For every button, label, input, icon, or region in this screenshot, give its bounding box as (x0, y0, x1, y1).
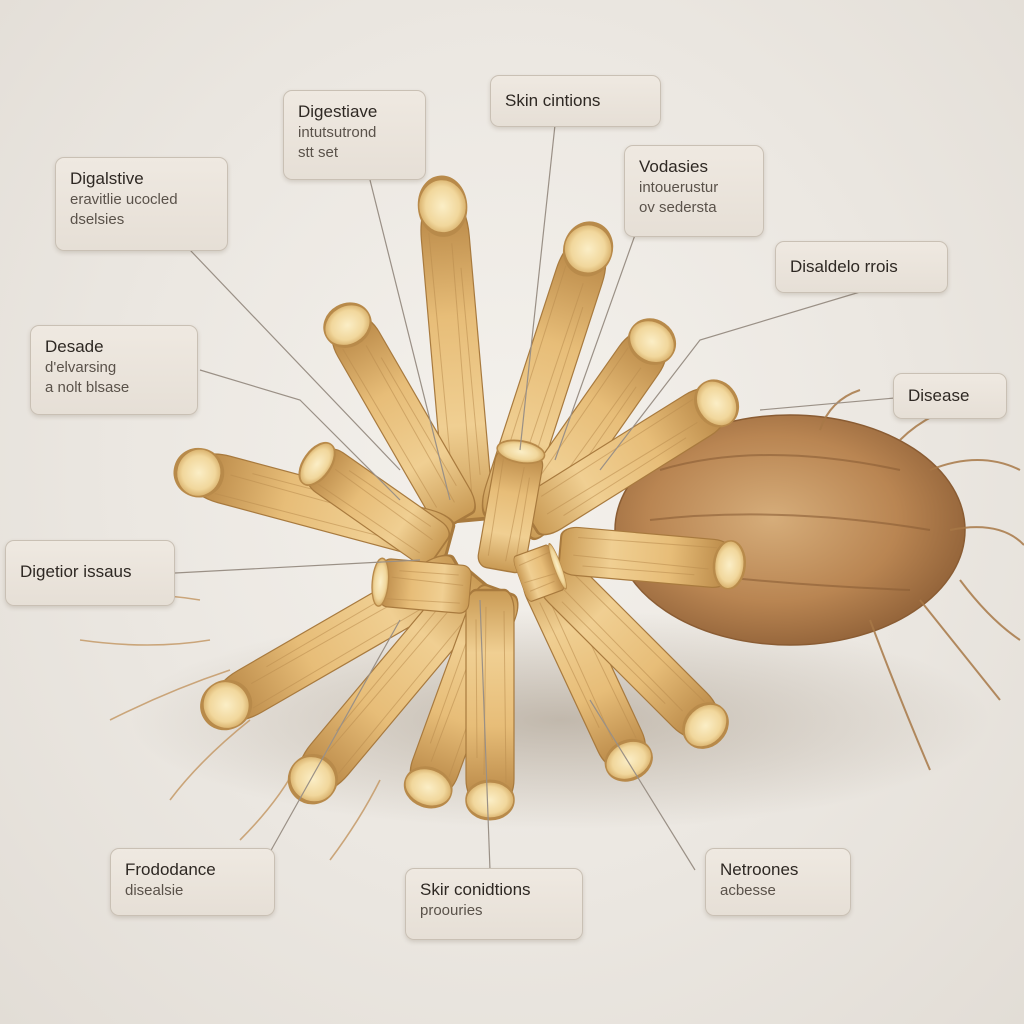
label-frododance: Frododance disealsie (110, 848, 275, 916)
label-title: Disaldelo rrois (790, 257, 898, 276)
label-sub2: ov sedersta (639, 199, 717, 216)
tuber (614, 389, 1024, 771)
label-skin-top: Skin cintions (490, 75, 661, 127)
label-disaldeloroois: Disaldelo rrois (775, 241, 948, 293)
label-skin-bottom: Skir conidtions proouries (405, 868, 583, 940)
label-title: Desade (45, 337, 104, 356)
label-title: Skir conidtions (420, 880, 531, 899)
label-desade: Desade d'elvarsing a nolt blsase (30, 325, 198, 415)
label-sub: intutsutrond (298, 124, 377, 141)
label-digalstive: Digalstive eravitlie ucocled dselsies (55, 157, 228, 251)
label-vodasies: Vodasies intouerustur ov sedersta (624, 145, 764, 237)
label-digestive-top: Digestiave intutsutrond stt set (283, 90, 426, 180)
label-sub2: a nolt blsase (45, 379, 130, 396)
label-title: Skin cintions (505, 91, 601, 110)
label-title: Vodasies (639, 157, 708, 176)
label-title: Digestiave (298, 102, 378, 121)
leader-lines (174, 124, 896, 871)
label-sub: d'elvarsing (45, 359, 117, 376)
label-sub: eravitlie ucocled (70, 191, 178, 208)
label-title: Netroones (720, 860, 799, 879)
label-netroones: Netroones acbesse (705, 848, 851, 916)
label-title: Digetior issaus (20, 562, 132, 581)
label-sub: intouerustur (639, 179, 719, 196)
label-sub: disealsie (125, 882, 184, 899)
label-sub: proouries (420, 902, 483, 919)
label-digestion-issues: Digetior issaus (5, 540, 175, 606)
label-title: Frododance (125, 860, 216, 879)
label-sub: acbesse (720, 882, 776, 899)
label-title: Digalstive (70, 169, 144, 188)
label-sub2: dselsies (70, 211, 125, 228)
label-sub2: stt set (298, 144, 339, 161)
label-title: Disease (908, 386, 970, 405)
label-disease-right: Disease (893, 373, 1007, 419)
